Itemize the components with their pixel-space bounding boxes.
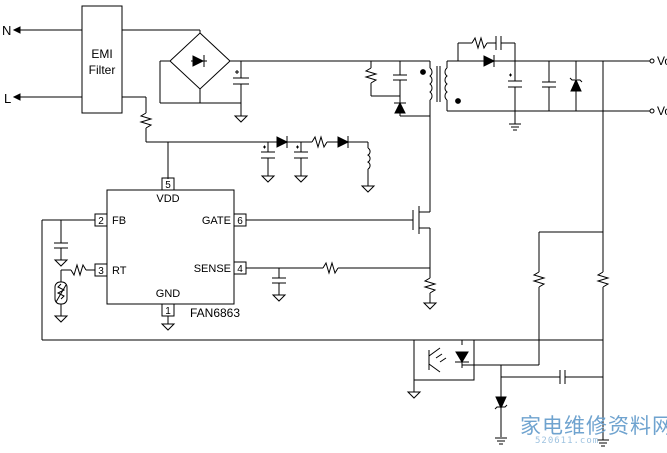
pin-fb-name: FB [112,215,126,227]
fb-network [41,219,95,340]
vo-minus-label: Vo- [657,104,667,118]
emi-filter-block [81,5,123,114]
emi-filter-label-1: EMI [91,47,112,61]
pin-rt-name: RT [112,265,127,277]
transformer [420,61,461,208]
ground-icon [233,115,249,123]
vdd-capacitors [260,141,309,183]
sense-network [246,261,438,310]
pin-vdd-number: 5 [165,180,171,191]
terminal-l-label: L [4,91,11,106]
bulk-capacitor [233,61,249,114]
pin-sense-name: SENSE [194,263,231,275]
watermark-text: 家电维修资料网 [520,414,667,438]
rcd-snubber [364,61,430,117]
ic-part-number: FAN6863 [190,306,240,320]
pin-gnd-name: GND [156,288,181,300]
pin-gate-name: GATE [202,215,231,227]
optocoupler [42,339,475,399]
mosfet [246,206,431,268]
bridge-rectifier [159,32,241,104]
pin-vdd-name: VDD [156,193,179,205]
input-lines [12,26,82,101]
aux-winding-chain [268,135,376,193]
rt-network [53,263,95,323]
vo-plus-label: Vo+ [657,54,667,68]
pin-fb-number: 2 [98,216,104,227]
pin-gate-number: 6 [237,216,243,227]
pin-sense-number: 4 [237,264,243,275]
watermark-url: 520611.com [535,436,600,446]
terminal-n-label: N [2,23,11,38]
startup-resistor [139,110,153,142]
pin-rt-number: 3 [98,266,104,277]
emi-filter-label-2: Filter [89,63,116,77]
pin-gnd-number: 1 [165,306,171,317]
fan6863-ic [94,177,247,331]
secondary-output [447,36,655,272]
